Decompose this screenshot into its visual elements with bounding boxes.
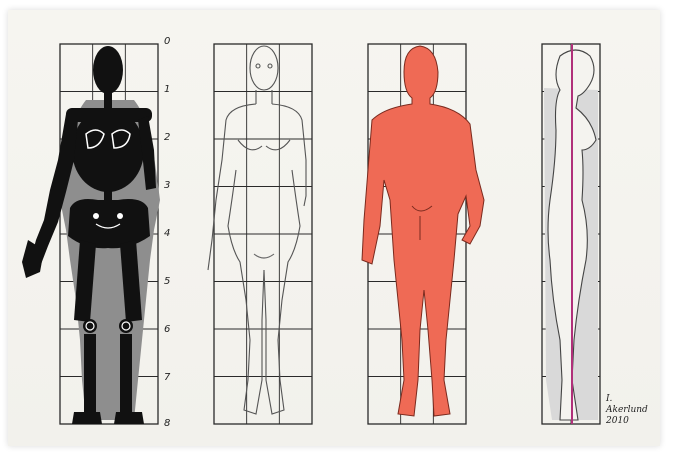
scale-label-4: 4	[164, 228, 178, 239]
scale-label-6: 6	[164, 324, 178, 335]
scale-label-5: 5	[164, 276, 178, 287]
scale-label-0: 0	[164, 36, 178, 47]
scale-label-8: 8	[164, 418, 178, 429]
female-profile-side-icon	[544, 44, 598, 424]
signature-year: 2010	[606, 416, 650, 427]
artist-signature: I. Akerlund 2010	[606, 394, 650, 427]
female-outline-front-icon	[208, 46, 306, 414]
skeleton-front-icon	[22, 46, 160, 424]
proportion-grid-2	[214, 44, 312, 424]
signature-name: I. Akerlund	[606, 394, 650, 416]
scale-label-2: 2	[164, 132, 178, 143]
scale-label-7: 7	[164, 372, 178, 383]
scale-label-3: 3	[164, 180, 178, 191]
scale-label-1: 1	[164, 84, 178, 95]
